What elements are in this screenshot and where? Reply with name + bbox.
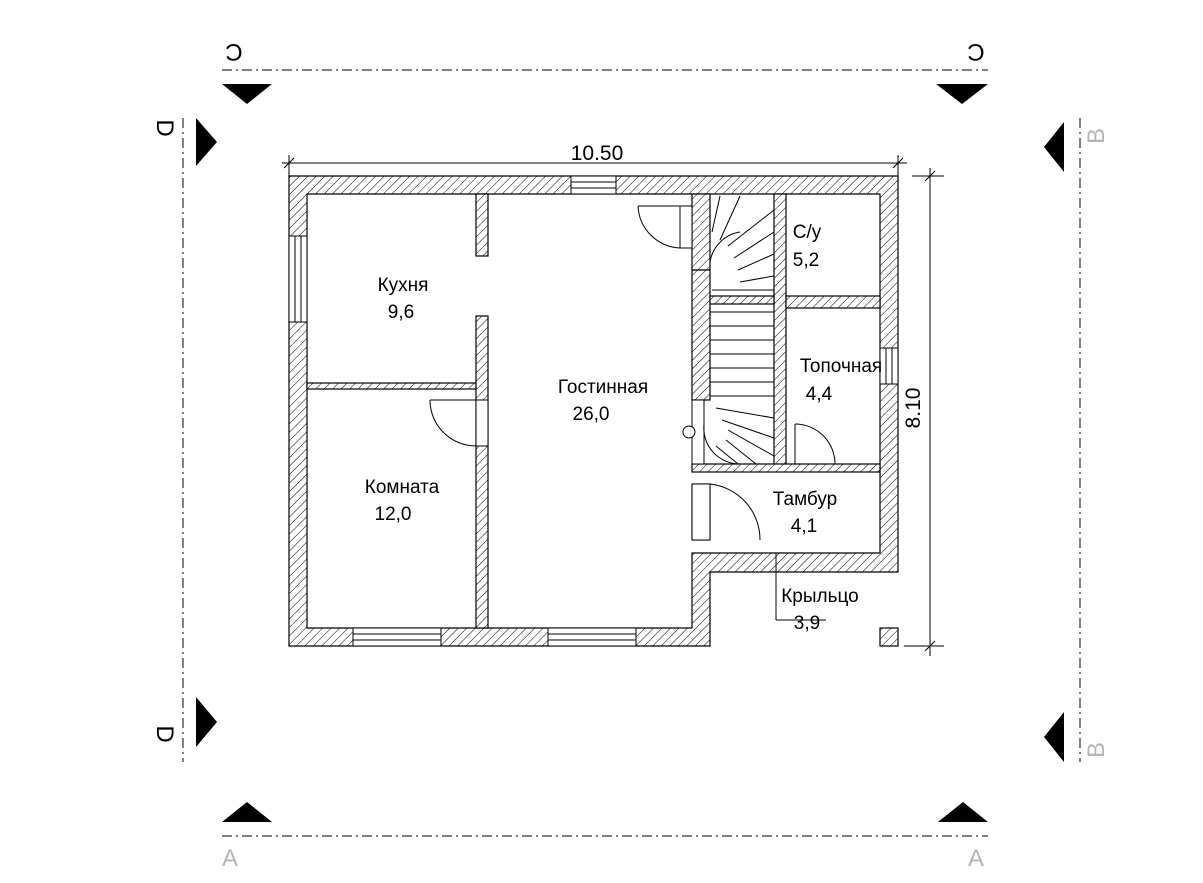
section-label-top-left: С [225,38,242,65]
room-bedroom-area: 12,0 [375,504,412,525]
room-boiler-area: 4,4 [806,384,833,405]
door-living-small [682,399,705,465]
room-vestibule-area: 4,1 [791,516,817,537]
window-kitchen [288,235,308,323]
room-living-name: Гостинная [558,377,648,398]
windows [288,175,899,647]
door-stair-top [637,205,693,249]
section-letters: С С А А D D В В [151,38,1110,872]
room-bathroom-name: С/у [793,222,822,243]
porch-outline [775,553,826,621]
room-kitchen-area: 9,6 [388,302,414,323]
room-vestibule-name: Тамбур [773,489,838,510]
section-label-left-top: D [151,119,178,136]
window-living [547,627,637,647]
room-living-area: 26,0 [573,404,610,425]
section-arrows [196,84,1064,822]
arrow-left-bottom [196,697,217,747]
section-label-bottom-right: А [968,845,984,872]
arrow-top-left [222,84,272,104]
window-top [570,175,617,195]
dimension-width: 10.50 [282,142,907,176]
arrow-bottom-left [222,802,272,822]
window-bedroom [352,627,442,647]
door-boiler [794,423,836,465]
section-label-right-top: В [1083,128,1110,144]
window-boiler [879,347,899,385]
height-dimension-label: 8.10 [902,388,925,429]
door-bedroom [429,399,489,447]
arrow-right-top [1044,122,1064,172]
section-label-bottom-left: А [222,845,238,872]
room-bedroom-name: Комната [365,477,440,498]
room-boiler-name: Топочная [800,356,882,377]
arrow-left-top [196,118,217,166]
room-labels: Кухня 9,6 Гостинная 26,0 Комната 12,0 С/… [365,222,882,634]
staircase [703,194,775,465]
width-dimension-label: 10.50 [571,142,624,165]
door-vestibule [691,483,761,541]
exterior-walls [288,175,899,647]
arrow-right-bottom [1044,712,1064,762]
arrow-top-right [936,84,988,104]
dimension-height: 8.10 [902,168,944,656]
doors [429,205,836,541]
section-label-right-bottom: В [1083,742,1110,758]
section-label-top-right: С [967,38,984,65]
arrow-bottom-right [938,802,988,822]
section-label-left-bottom: D [151,725,178,742]
room-bathroom-area: 5,2 [793,250,819,271]
section-lines [182,69,1081,837]
room-porch-area: 3,9 [794,613,820,634]
room-porch-name: Крыльцо [781,586,859,607]
room-kitchen-name: Кухня [378,275,429,296]
